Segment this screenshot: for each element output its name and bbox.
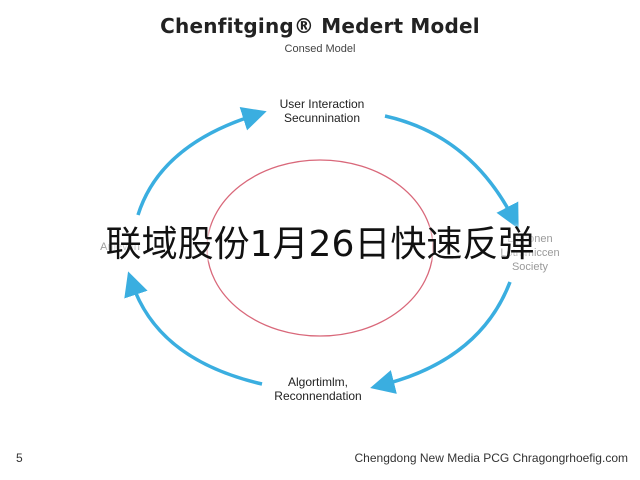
node-algorithm-recommendation: Algortimlm, Reconnendation	[218, 375, 418, 403]
overlay-headline: 联域股份1月26日快速反弹	[105, 224, 535, 265]
cycle-arrow-left-top	[136, 107, 267, 216]
diagram-subtitle: Consed Model	[284, 43, 356, 55]
node-line: Reconnendation	[274, 389, 362, 403]
cycle-arrow-right-bottom	[370, 281, 512, 394]
node-left: Anlevon	[85, 240, 155, 254]
node-line: User Interaction	[279, 97, 365, 111]
page-number: 5	[16, 451, 23, 465]
node-line: Lotrsmiccen	[500, 247, 560, 259]
cycle-arrow-bottom-left	[124, 271, 263, 386]
node-line: Lipponen	[507, 233, 553, 245]
cycle-arrow-top-right	[384, 114, 519, 229]
node-society: Lipponen Lotrsmiccen Society	[470, 232, 590, 274]
node-user-interaction: User Interaction Secunnination	[222, 97, 422, 125]
diagram-title: Chenfitging® Medert Model	[160, 14, 480, 38]
node-line: Society	[511, 261, 549, 273]
node-line: Secunnination	[283, 111, 361, 125]
inner-circle	[206, 159, 434, 337]
node-line: Algortimlm,	[287, 375, 348, 389]
node-line: Anlevon	[100, 241, 140, 253]
footer-credit: Chengdong New Media PCG Chragongrhoefig.…	[354, 451, 629, 465]
